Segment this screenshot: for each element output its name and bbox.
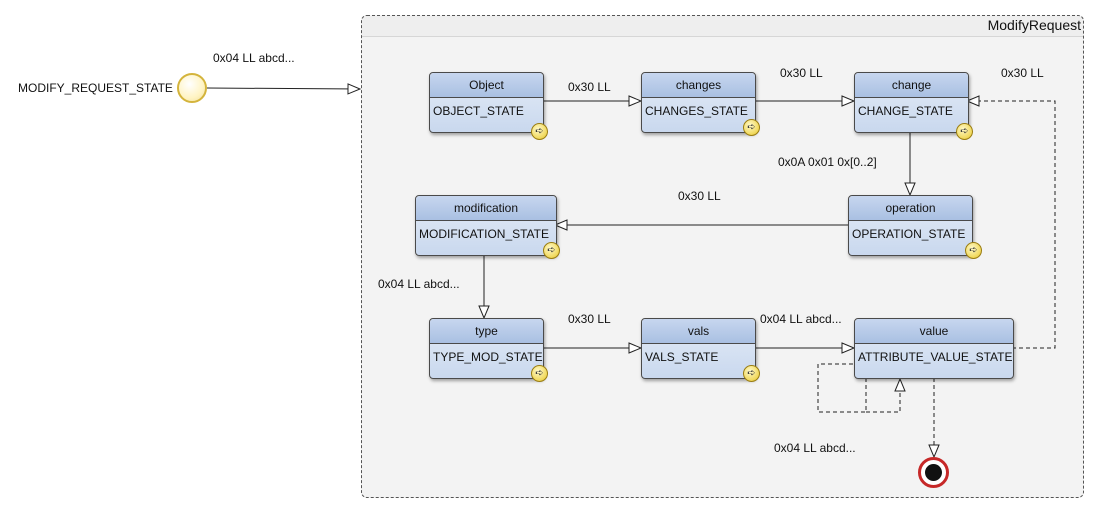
state-object-title: Object [430,73,543,98]
label-changes-to-change: 0x30 LL [780,66,823,80]
initial-state-icon[interactable] [177,73,207,103]
submachine-arrow-icon[interactable]: ➪ [743,365,760,382]
state-modification-value: MODIFICATION_STATE [419,227,550,241]
state-change-title: change [855,73,968,98]
state-changes[interactable]: changes CHANGES_STATE ➪ [641,72,760,136]
label-value-to-change: 0x30 LL [1001,66,1044,80]
state-type-title: type [430,319,543,344]
submachine-arrow-icon[interactable]: ➪ [956,123,973,140]
state-value-value: ATTRIBUTE_VALUE_STATE [858,350,1013,364]
state-operation[interactable]: operation OPERATION_STATE ➪ [848,195,982,259]
state-change-value: CHANGE_STATE [858,104,953,118]
state-vals[interactable]: vals VALS_STATE ➪ [641,318,760,382]
state-modification[interactable]: modification MODIFICATION_STATE ➪ [415,195,560,259]
state-object[interactable]: Object OBJECT_STATE ➪ [429,72,548,140]
edge-value-self-loop [817,363,867,413]
state-changes-value: CHANGES_STATE [645,104,748,118]
frame-title: ModifyRequest [987,17,1081,33]
state-object-value: OBJECT_STATE [433,104,524,118]
label-modification-to-type: 0x04 LL abcd... [378,277,460,291]
label-vals-to-value: 0x04 LL abcd... [760,312,842,326]
submachine-arrow-icon[interactable]: ➪ [531,365,548,382]
submachine-arrow-icon[interactable]: ➪ [543,242,560,259]
edge-value-to-change [967,101,1056,349]
state-type-value: TYPE_MOD_STATE [433,350,543,364]
final-state-dot [925,464,942,481]
edge-initial-to-frame [206,88,360,89]
submachine-arrow-icon[interactable]: ➪ [743,119,760,136]
submachine-arrow-icon[interactable]: ➪ [531,123,548,140]
state-change[interactable]: change CHANGE_STATE ➪ [854,72,973,140]
submachine-arrow-icon[interactable]: ➪ [965,242,982,259]
state-changes-title: changes [642,73,755,98]
label-initial-to-frame: 0x04 LL abcd... [213,51,295,65]
final-state-icon[interactable] [918,457,949,488]
edge-value-self-loop-b [866,379,900,413]
label-type-to-vals: 0x30 LL [568,312,611,326]
state-modification-title: modification [416,196,556,221]
state-type[interactable]: type TYPE_MOD_STATE ➪ [429,318,548,382]
state-value-title: value [855,319,1013,344]
outer-state-label: MODIFY_REQUEST_STATE [18,81,173,95]
label-operation-to-modification: 0x30 LL [678,189,721,203]
state-vals-value: VALS_STATE [645,350,719,364]
label-object-to-changes: 0x30 LL [568,80,611,94]
state-value[interactable]: value ATTRIBUTE_VALUE_STATE [854,318,1014,379]
label-value-to-final: 0x04 LL abcd... [774,441,856,455]
state-vals-title: vals [642,319,755,344]
state-operation-value: OPERATION_STATE [852,227,966,241]
state-operation-title: operation [849,196,972,221]
frame-header [362,16,1083,37]
label-change-to-operation: 0x0A 0x01 0x[0..2] [778,155,877,169]
